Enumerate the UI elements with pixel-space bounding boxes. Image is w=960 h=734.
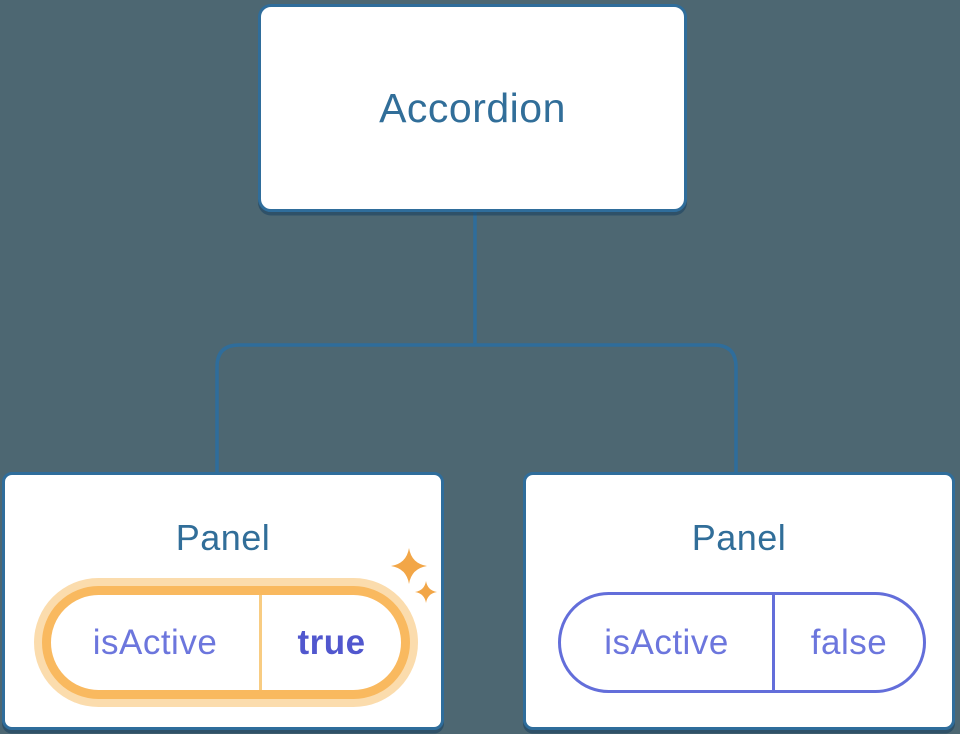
prop-pill-isactive-true: isActive true <box>42 586 410 699</box>
panel-title: Panel <box>691 517 787 558</box>
pill-divider <box>259 595 262 690</box>
prop-value-label: true <box>297 622 366 662</box>
accordion-node: Accordion <box>258 4 687 212</box>
panel-node-inactive: Panel isActive false <box>523 472 955 730</box>
pill-divider <box>772 595 775 690</box>
prop-pill-isactive-false: isActive false <box>558 592 926 693</box>
prop-name-label: isActive <box>92 622 218 662</box>
prop-value-label: false <box>810 622 888 662</box>
panel-node-active: Panel isActive true <box>2 472 444 730</box>
prop-name-label: isActive <box>604 622 729 662</box>
panel-title: Panel <box>175 517 271 558</box>
sparkle-icon-small <box>415 581 437 603</box>
accordion-node-label: Accordion <box>379 84 566 131</box>
